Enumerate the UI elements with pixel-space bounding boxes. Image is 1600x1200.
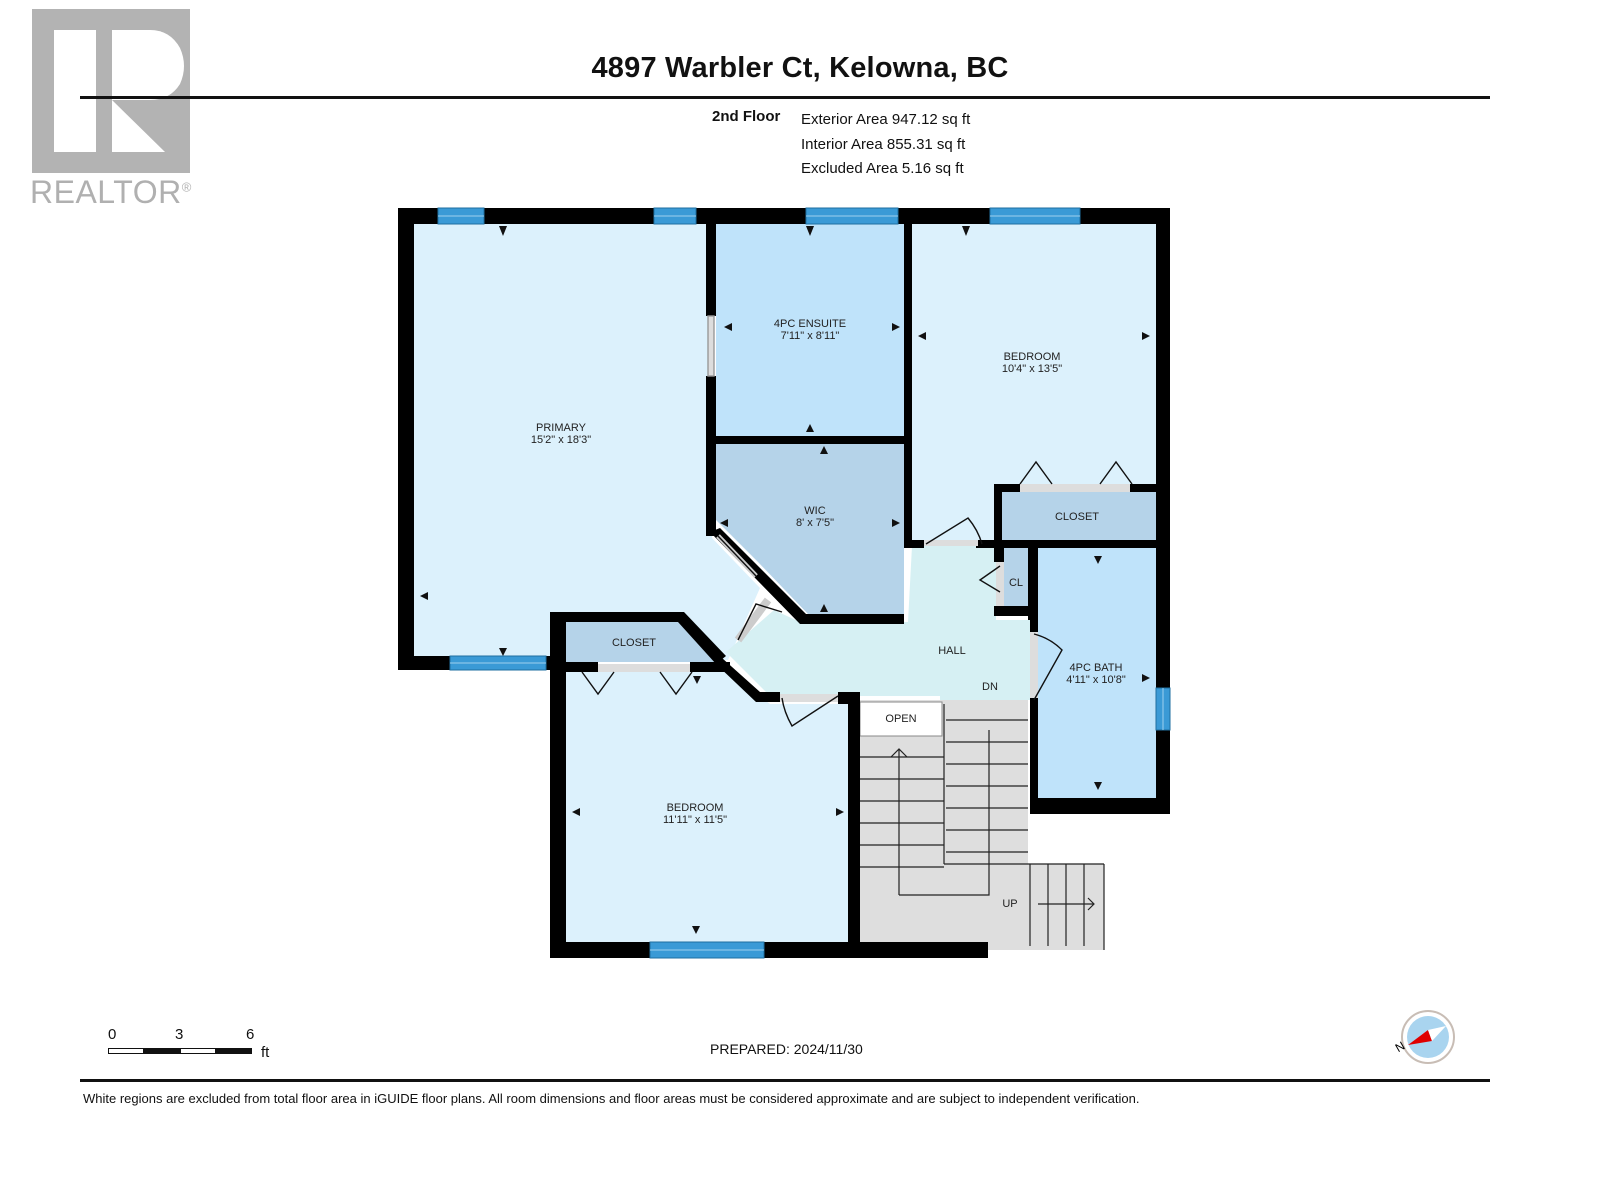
room-name-open: OPEN [885, 713, 916, 725]
realtor-logo: REALTOR® [30, 8, 205, 213]
room-dims-bath: 4'11" x 10'8" [1066, 674, 1126, 686]
door-swing [978, 565, 1001, 593]
realtor-logo-text: REALTOR [30, 174, 182, 210]
door-swing [737, 603, 783, 641]
scale-unit: ft [261, 1044, 270, 1061]
scale-bar: 0 3 6 ft [108, 1026, 308, 1066]
stair-down-label: DN [982, 681, 998, 693]
room-closet-sw [566, 620, 718, 662]
header-divider [80, 96, 1490, 99]
stairs [860, 704, 1105, 950]
room-labels: PRIMARY 15'2" x 18'3" 4PC ENSUITE 7'11" … [531, 318, 1126, 910]
open-area [859, 701, 943, 737]
room-name-closet-sw: CLOSET [612, 637, 656, 649]
realtor-r-icon [32, 9, 190, 173]
room-name-cl: CL [1009, 577, 1023, 589]
page-title: 4897 Warbler Ct, Kelowna, BC [591, 52, 1009, 84]
room-primary [414, 224, 760, 660]
door-swing [925, 517, 983, 545]
stair-area [860, 700, 1104, 950]
room-name-hall: HALL [938, 645, 966, 657]
prepared-date: PREPARED: 2024/11/30 [710, 1041, 863, 1057]
doors [581, 315, 1133, 727]
footer-divider [80, 1079, 1490, 1082]
room-fills [414, 224, 1156, 950]
room-wic [716, 444, 904, 614]
excluded-area: Excluded Area 5.16 sq ft [801, 160, 964, 177]
room-dims-ensuite: 7'11" x 8'11" [781, 330, 840, 342]
exterior-area: Exterior Area 947.12 sq ft [801, 111, 971, 128]
scale-tick-6: 6 [246, 1026, 255, 1043]
room-name-primary: PRIMARY [536, 422, 587, 434]
walls [398, 208, 1170, 958]
room-name-bath: 4PC BATH [1070, 662, 1123, 674]
interior-area: Interior Area 855.31 sq ft [801, 135, 966, 153]
scale-tick-0: 0 [108, 1026, 117, 1043]
dimension-markers [420, 226, 1150, 934]
room-closet-ne [1002, 490, 1156, 540]
room-dims-bedroom-sw: 11'11" x 11'5" [663, 814, 727, 826]
room-cl [1004, 548, 1028, 616]
room-bedroom-sw [566, 672, 848, 942]
room-name-closet-ne: CLOSET [1055, 511, 1099, 523]
scale-tick-3: 3 [175, 1026, 184, 1043]
door-swing [781, 695, 839, 727]
room-ensuite [716, 224, 904, 436]
closet-door [581, 671, 693, 696]
registered-mark: ® [181, 179, 192, 195]
stair-up-label: UP [1002, 898, 1017, 910]
room-dims-bedroom-ne: 10'4" x 13'5" [1002, 363, 1062, 375]
door-swing [1033, 633, 1063, 701]
room-name-wic: WIC [804, 505, 825, 517]
room-bath [1038, 548, 1156, 798]
compass-icon: N [1393, 1010, 1455, 1064]
compass: N [1388, 1008, 1458, 1068]
room-name-ensuite: 4PC ENSUITE [774, 318, 846, 330]
room-bedroom-ne [912, 224, 1156, 542]
room-dims-primary: 15'2" x 18'3" [531, 434, 591, 446]
windows [437, 207, 1171, 959]
room-dims-wic: 8' x 7'5" [796, 517, 834, 529]
room-name-bedroom-sw: BEDROOM [667, 802, 724, 814]
room-name-bedroom-ne: BEDROOM [1004, 351, 1061, 363]
stair-arrow [1038, 897, 1095, 911]
closet-door [1019, 460, 1133, 485]
floor-label: 2nd Floor [712, 108, 781, 125]
disclaimer: White regions are excluded from total fl… [83, 1091, 1140, 1106]
stair-arrow [890, 748, 908, 895]
